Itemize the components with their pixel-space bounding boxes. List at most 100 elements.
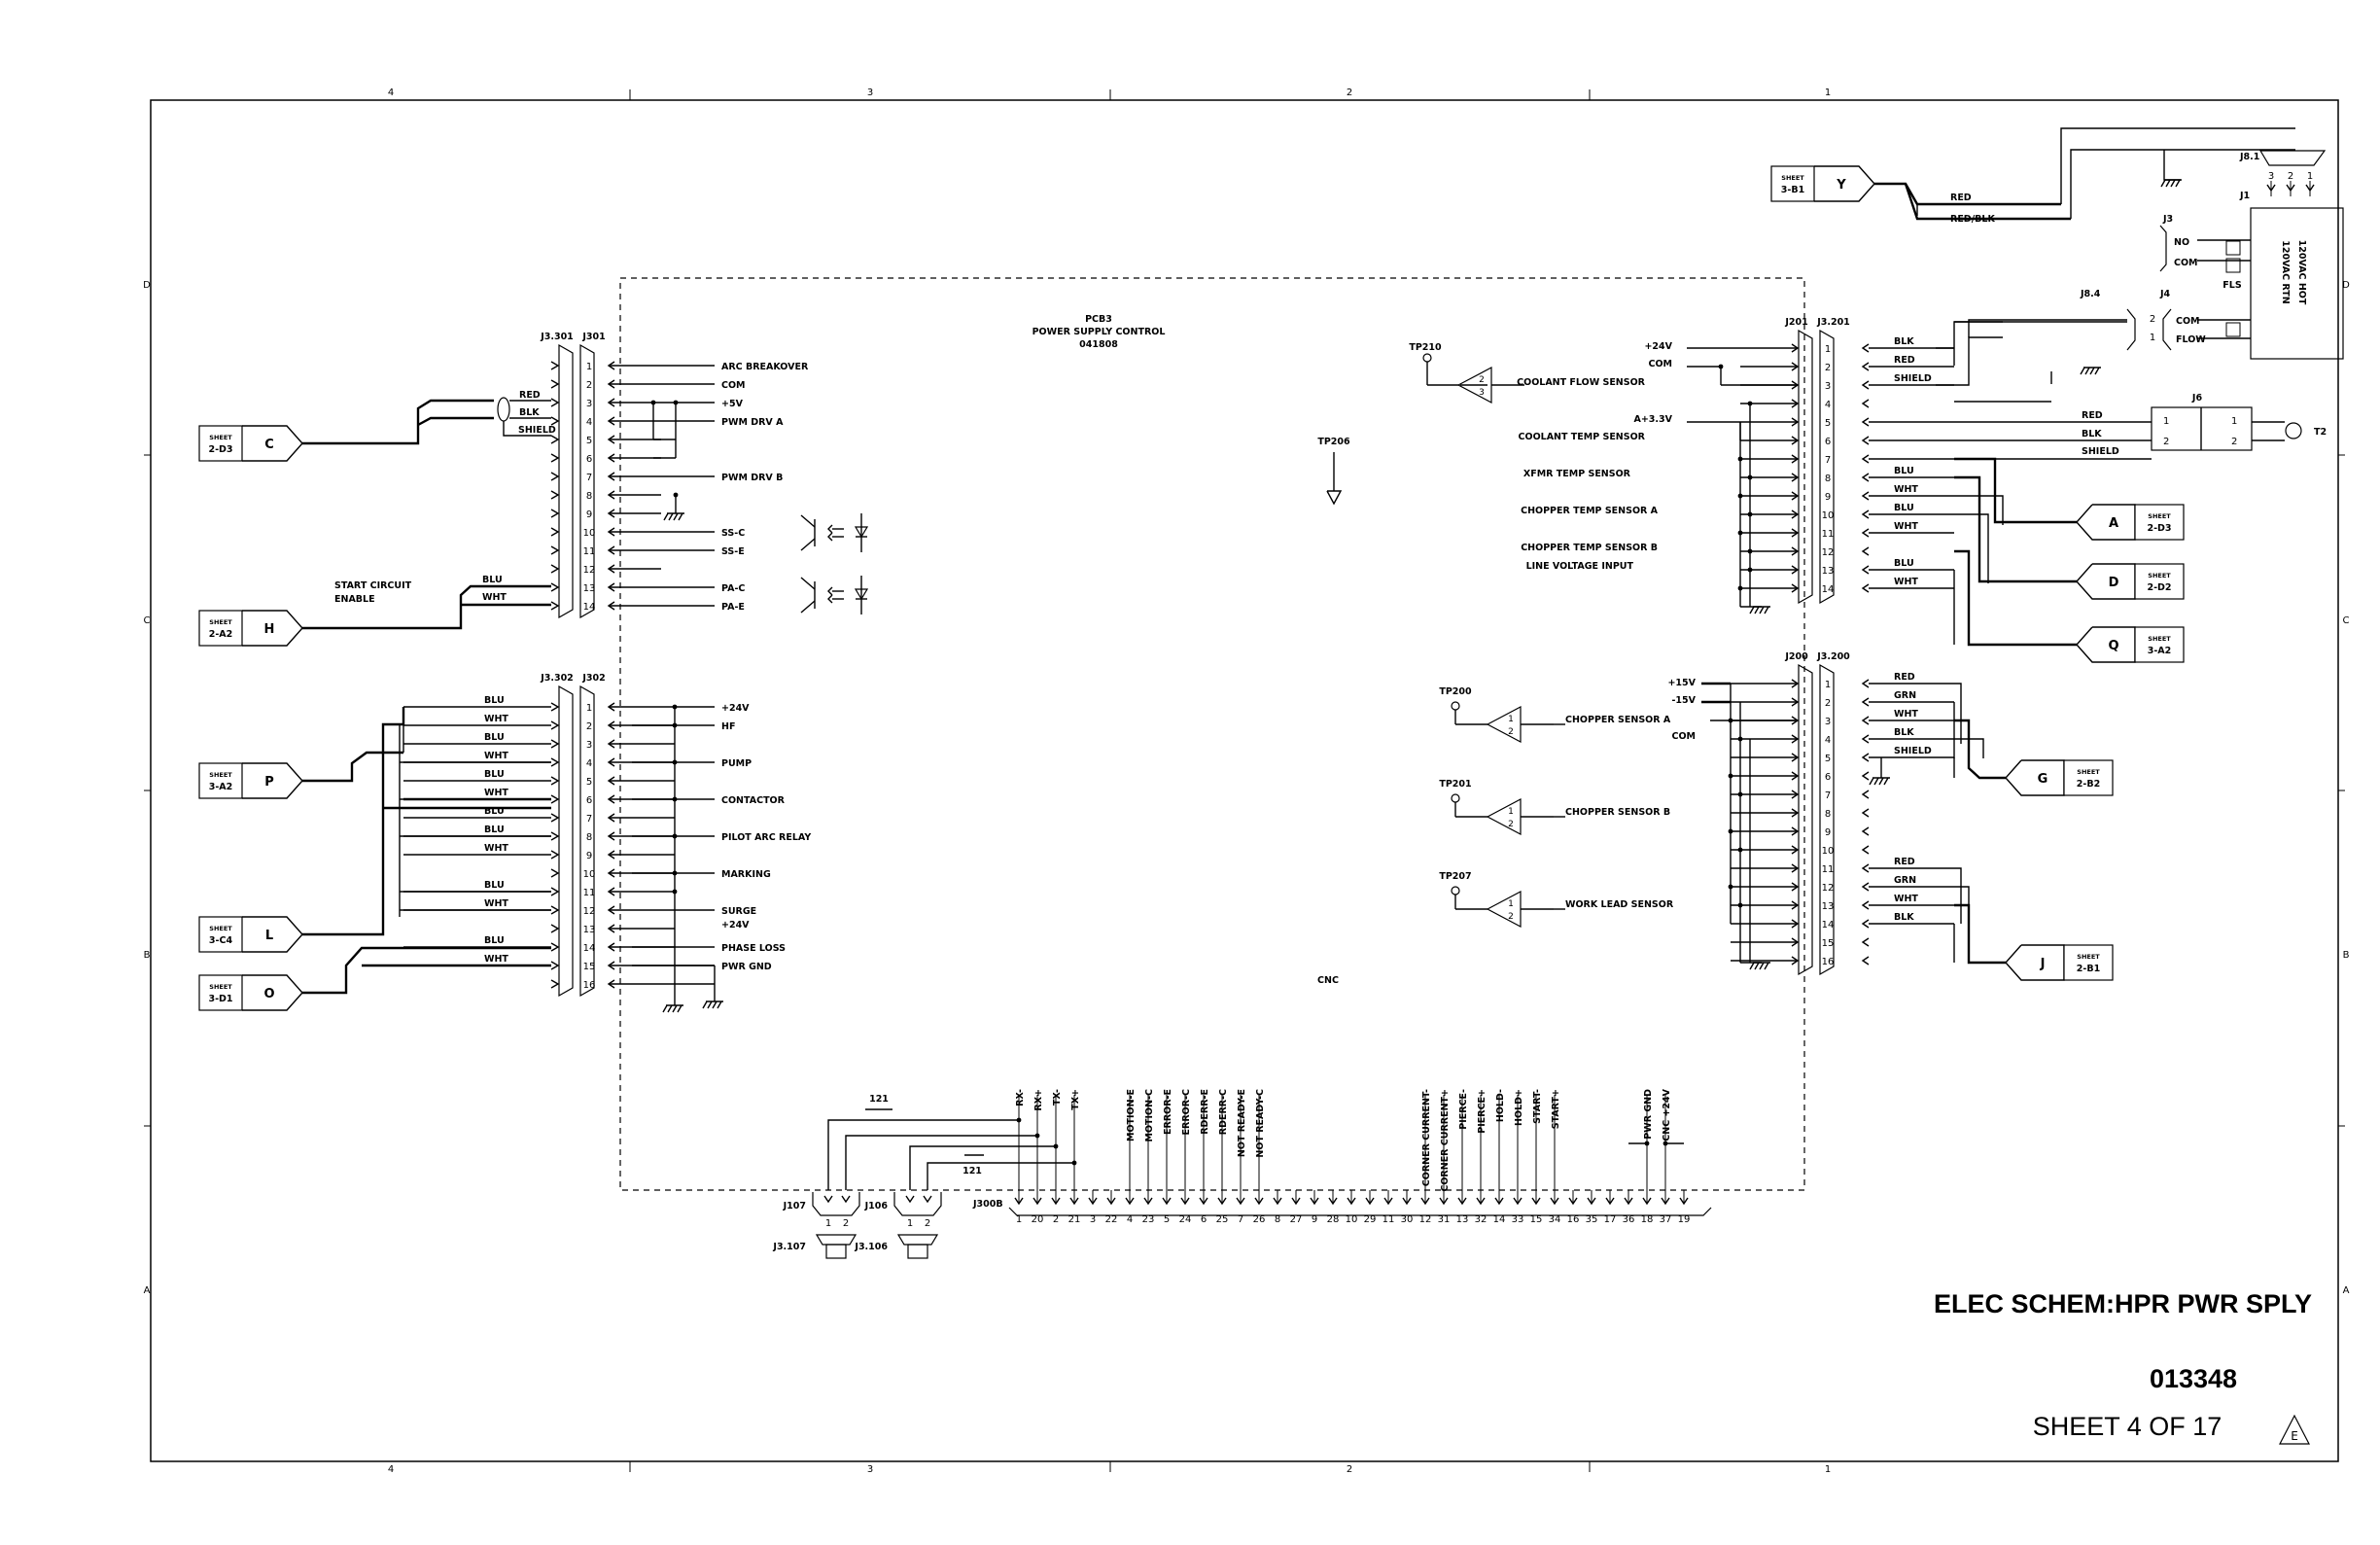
wire bbox=[1874, 182, 2061, 206]
wire bbox=[1954, 475, 2077, 583]
wire bbox=[1365, 1197, 1375, 1206]
connector-housing bbox=[558, 343, 574, 619]
cnc-signal-label: NOT READY-E bbox=[1237, 1089, 1247, 1157]
j300b-pin-number: 3 bbox=[1090, 1214, 1096, 1225]
sheet-reference-g[interactable] bbox=[2005, 759, 2114, 796]
j300b-pin-number: 11 bbox=[1382, 1214, 1395, 1225]
junction-dot bbox=[1737, 902, 1743, 908]
j300b-pin-number: 18 bbox=[1641, 1214, 1654, 1225]
sheet-reference-d[interactable] bbox=[2076, 563, 2185, 600]
pin-number: 2 bbox=[925, 1218, 930, 1229]
wire-color-label: WHT bbox=[1894, 484, 1918, 495]
sheet-reference-p[interactable] bbox=[198, 762, 303, 799]
wire bbox=[668, 512, 674, 521]
connector-plug bbox=[825, 1244, 847, 1259]
junction-dot bbox=[650, 400, 656, 405]
wire bbox=[663, 512, 669, 521]
sheet-reference-a[interactable] bbox=[2076, 504, 2185, 541]
wire bbox=[2170, 179, 2176, 188]
cnc-signal-label: PIERCE- bbox=[1458, 1089, 1469, 1130]
pin-number: 2 bbox=[1825, 698, 1831, 709]
j300b-pin-number: 17 bbox=[1604, 1214, 1617, 1225]
pin-number: 3 bbox=[586, 740, 592, 751]
j300b-pin-number: 28 bbox=[1327, 1214, 1340, 1225]
wire-color-label: BLK bbox=[1894, 727, 1914, 738]
wire-color-label: BLU bbox=[1894, 503, 1914, 513]
wire-color-label: BLU bbox=[1894, 558, 1914, 569]
pin-number: 11 bbox=[1822, 864, 1835, 875]
schematic-element bbox=[2134, 563, 2185, 600]
pin-number: 6 bbox=[586, 795, 592, 806]
sheet-reference-h[interactable] bbox=[198, 610, 303, 647]
j300b-pin-number: 10 bbox=[1346, 1214, 1358, 1225]
border-row-label: A bbox=[2343, 1285, 2350, 1296]
j300b-pin-number: 6 bbox=[1201, 1214, 1207, 1225]
schematic-element bbox=[2063, 944, 2114, 981]
wire bbox=[827, 524, 833, 534]
test-point-icon bbox=[1451, 701, 1460, 711]
sheet-ref-letter: D bbox=[2109, 576, 2119, 590]
pin-number: 4 bbox=[1825, 735, 1831, 746]
wire bbox=[1236, 1197, 1245, 1206]
drawing-title: ELEC SCHEM:HPR PWR SPLY bbox=[1934, 1289, 2312, 1318]
j201-signal-label: CHOPPER TEMP SENSOR A bbox=[1521, 506, 1659, 516]
wire bbox=[1861, 753, 1870, 762]
wire bbox=[1954, 867, 1962, 924]
border-column-label: 2 bbox=[1347, 88, 1352, 98]
sheet-reference-c[interactable] bbox=[198, 425, 303, 462]
pcb-description: POWER SUPPLY CONTROL bbox=[1032, 327, 1166, 337]
sheet-reference-q[interactable] bbox=[2076, 626, 2185, 663]
connector-housing bbox=[579, 685, 595, 998]
ground-icon bbox=[2160, 179, 2182, 188]
wire bbox=[909, 1145, 1056, 1190]
wire bbox=[1420, 1197, 1430, 1206]
ground-icon bbox=[662, 1004, 683, 1013]
wire bbox=[2076, 563, 2136, 600]
junction-dot bbox=[1737, 791, 1743, 797]
pin-number: 16 bbox=[583, 980, 596, 991]
wire bbox=[550, 739, 560, 749]
j201-signal-label: A+3.3V bbox=[1634, 414, 1673, 425]
j3-connector bbox=[2159, 225, 2167, 272]
wire bbox=[550, 905, 560, 915]
sheet-label: SHEET bbox=[209, 983, 232, 991]
wire bbox=[827, 586, 833, 596]
junction-dot bbox=[1737, 847, 1743, 853]
fls-switch-icon bbox=[2225, 258, 2241, 273]
connector-plug bbox=[815, 1234, 858, 1246]
sheet-reference-y[interactable] bbox=[1770, 165, 1875, 202]
buffer-pin: 1 bbox=[1508, 899, 1514, 909]
wire-color-label: SHIELD bbox=[1894, 373, 1932, 384]
j302-signal-label: MARKING bbox=[721, 869, 771, 880]
wire bbox=[1954, 549, 2077, 647]
pin-number: 2 bbox=[2288, 171, 2293, 182]
wire bbox=[1954, 738, 1984, 758]
test-point-icon bbox=[1422, 353, 1432, 363]
cnc-signal-label: CORNER CURRENT+ bbox=[1440, 1089, 1451, 1192]
j302-signal-label: PHASE LOSS bbox=[721, 943, 786, 954]
wire bbox=[550, 527, 560, 537]
cnc-signal-label: RX+ bbox=[1033, 1089, 1044, 1111]
pin-number: 10 bbox=[1822, 510, 1835, 521]
revision-letter: E bbox=[2291, 1429, 2298, 1443]
sheet-reference-l[interactable] bbox=[198, 916, 303, 953]
connector-name: J106 bbox=[864, 1201, 889, 1211]
sheet-reference-o[interactable] bbox=[198, 974, 303, 1011]
ground-icon bbox=[663, 512, 684, 521]
wire bbox=[1954, 457, 2077, 524]
wire bbox=[1861, 826, 1870, 836]
sheet-reference-j[interactable] bbox=[2005, 944, 2114, 981]
pin-number: 2 bbox=[2163, 437, 2169, 447]
pin-number: 1 bbox=[586, 362, 592, 372]
wire bbox=[1550, 1197, 1559, 1206]
wire bbox=[2163, 150, 2181, 181]
pin-number: 10 bbox=[583, 528, 596, 539]
j300b-pin-number: 2 bbox=[1053, 1214, 1059, 1225]
ground-icon bbox=[1869, 777, 1890, 786]
j300b-pin-number: 16 bbox=[1567, 1214, 1580, 1225]
wire bbox=[672, 1004, 678, 1013]
wire bbox=[1764, 606, 1769, 614]
sheet-ref-code: 2-B1 bbox=[2077, 964, 2100, 974]
schematic-element bbox=[2134, 626, 2185, 663]
wire bbox=[2005, 944, 2065, 981]
